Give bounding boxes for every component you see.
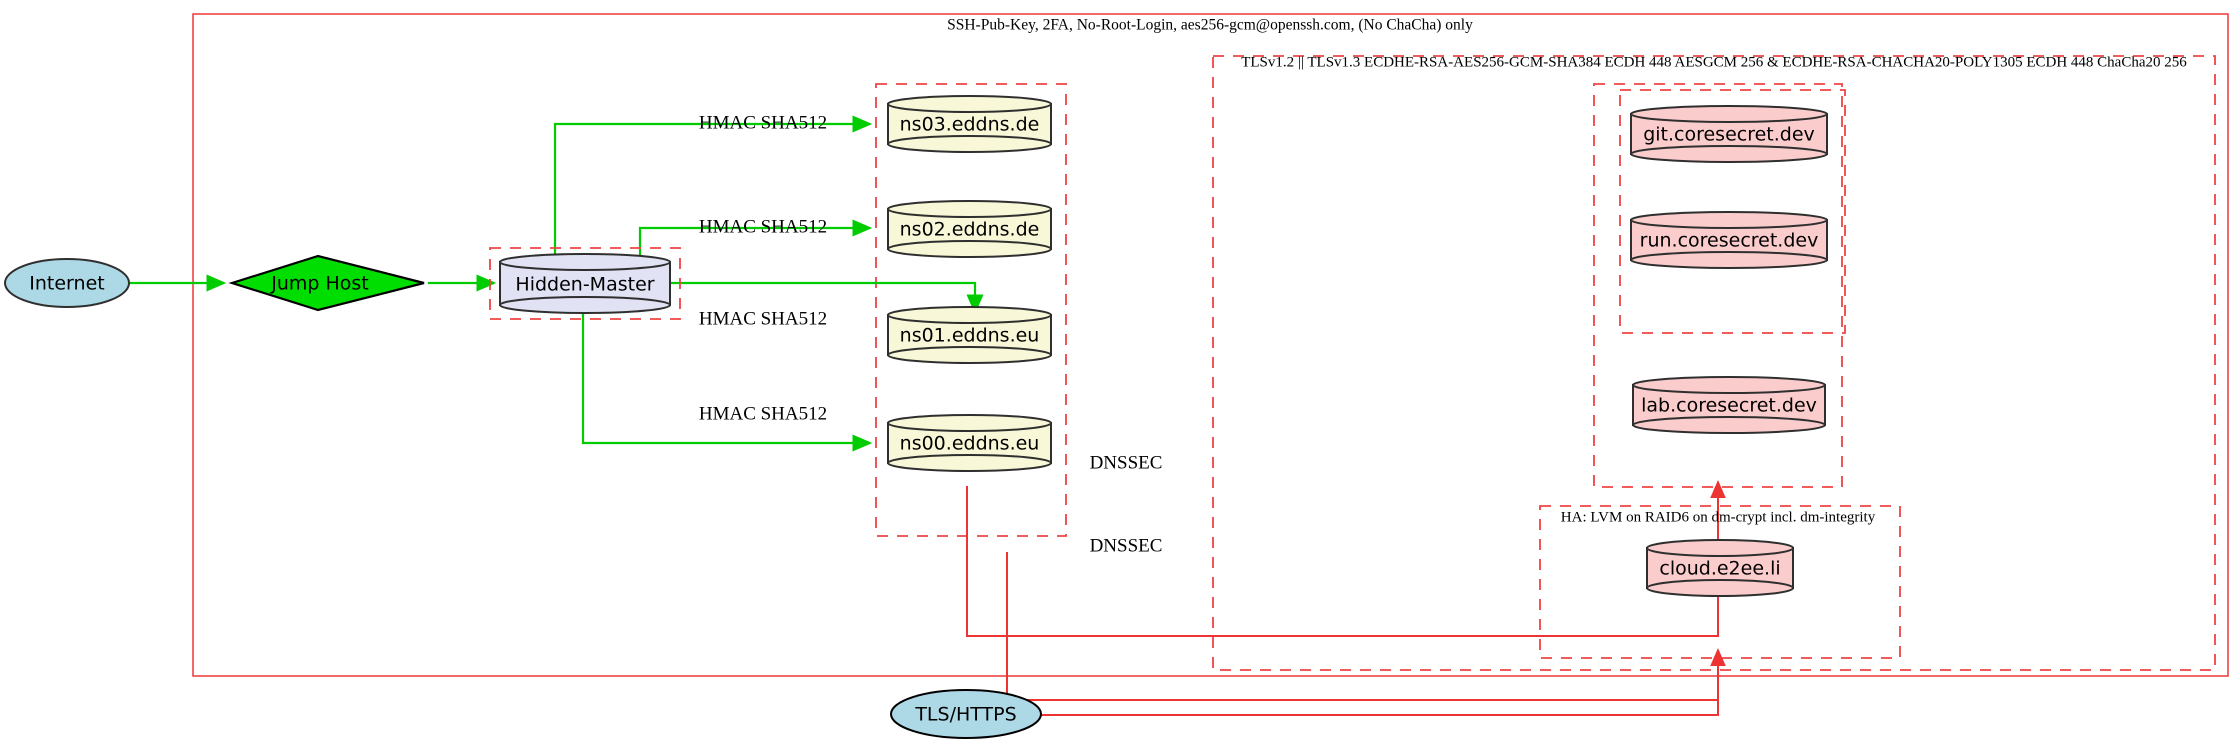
cluster-hidden-master-box [489,247,681,320]
node-tls-https[interactable]: TLS/HTTPS [890,689,1042,739]
node-lab-coresecret-label: lab.coresecret.dev [1641,395,1817,417]
node-ns03[interactable]: ns03.eddns.de [887,95,1052,153]
cluster-ha [1539,505,1901,659]
edge-hiddenmaster-ns00 [581,305,873,452]
node-ns00-label: ns00.eddns.eu [900,433,1040,455]
node-ns01[interactable]: ns01.eddns.eu [887,306,1052,364]
node-cloud-e2ee-label: cloud.e2ee.li [1659,558,1780,580]
cluster-tls [1212,55,2216,671]
cluster-ssh-outer-label: SSH-Pub-Key, 2FA, No-Root-Login, aes256-… [947,17,1473,34]
node-ns00[interactable]: ns00.eddns.eu [887,414,1052,472]
node-run-coresecret-label: run.coresecret.dev [1640,230,1819,252]
cluster-ssh-outer [192,13,2229,677]
node-internet-label: Internet [29,273,104,295]
cluster-ha-label: HA: LVM on RAID6 on dm-crypt incl. dm-in… [1561,509,1876,525]
node-tls-https-label: TLS/HTTPS [914,704,1016,726]
edge-hiddenmaster-ns02 [638,219,873,262]
node-hidden-master[interactable]: Hidden-Master [499,253,671,314]
node-hidden-master-label: Hidden-Master [515,274,654,296]
node-ns02[interactable]: ns02.eddns.de [887,200,1052,258]
node-ns01-label: ns01.eddns.eu [900,325,1040,347]
edge-label-hmac-ns01: HMAC SHA512 [699,308,827,329]
node-ns03-label: ns03.eddns.de [900,114,1040,136]
node-ns02-label: ns02.eddns.de [900,219,1040,241]
node-cloud-e2ee[interactable]: cloud.e2ee.li [1646,539,1794,597]
edge-dnssec-bottom [1006,552,1726,701]
edge-label-hmac-ns03: HMAC SHA512 [699,112,827,133]
node-git-coresecret[interactable]: git.coresecret.dev [1630,105,1828,163]
edge-tlshttps-services [1038,660,1719,716]
edge-label-hmac-ns02: HMAC SHA512 [699,216,827,237]
cluster-coresecret-inner [1619,89,1846,334]
node-lab-coresecret[interactable]: lab.coresecret.dev [1632,376,1826,434]
edge-label-dnssec-bottom: DNSSEC [1090,535,1163,556]
edge-label-dnssec-top: DNSSEC [1090,452,1163,473]
edge-label-hmac-ns00: HMAC SHA512 [699,403,827,424]
node-run-coresecret[interactable]: run.coresecret.dev [1630,211,1828,269]
node-jump-host-label: Jump Host [270,273,369,295]
node-internet[interactable]: Internet [4,258,130,308]
cluster-coresecret-outer [1593,83,1843,488]
node-git-coresecret-label: git.coresecret.dev [1643,124,1815,146]
node-jump-host[interactable]: Jump Host [228,254,425,312]
edge-hiddenmaster-ns01 [670,281,984,315]
edge-hiddenmaster-ns03 [553,115,873,262]
cluster-tls-label: TLSv1.2 || TLSv1.3 ECDHE-RSA-AES256-GCM-… [1241,54,2187,70]
